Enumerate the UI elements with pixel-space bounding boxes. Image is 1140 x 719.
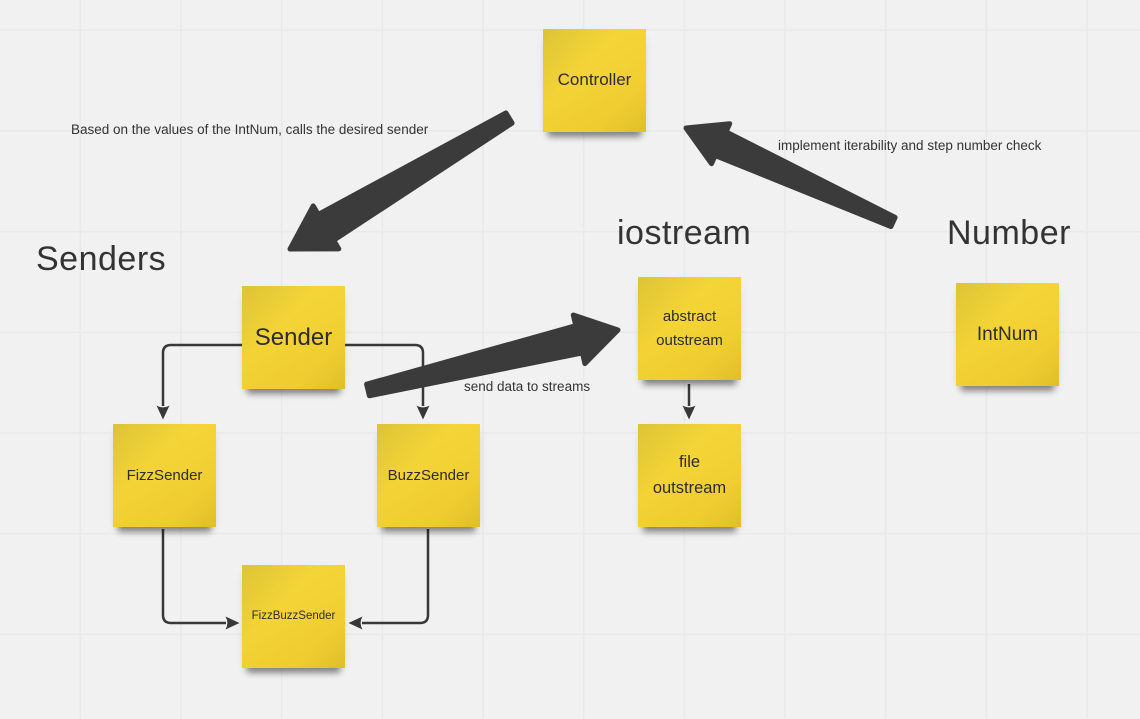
note-buzzsender-label: BuzzSender <box>387 466 470 484</box>
arrow-intnum-to-controller[interactable] <box>683 121 898 230</box>
arrow-sender-to-outstream[interactable] <box>364 312 621 399</box>
note-fizzsender-label: FizzSender <box>126 466 203 484</box>
section-title-senders[interactable]: Senders <box>36 240 167 278</box>
annotation-controller-to-senders[interactable]: Based on the values of the IntNum, calls… <box>71 122 429 137</box>
note-fizzbuzzsender-label: FizzBuzzSender <box>251 609 336 622</box>
annotation-send-data-to-streams[interactable]: send data to streams <box>464 379 591 394</box>
annotation-intnum-to-controller[interactable]: implement iterability and step number ch… <box>778 138 1042 153</box>
note-intnum-label: IntNum <box>976 323 1039 345</box>
arrow-controller-to-senders[interactable] <box>287 110 515 252</box>
note-file-outstream-label: file outstream <box>652 452 727 497</box>
note-fizzbuzzsender[interactable]: FizzBuzzSender <box>242 565 345 668</box>
section-title-number[interactable]: Number <box>947 214 1071 252</box>
note-abstract-outstream-label: abstract outstream <box>656 308 723 349</box>
note-controller[interactable]: Controller <box>543 29 646 132</box>
note-fizzsender[interactable]: FizzSender <box>113 424 216 527</box>
note-controller-label: Controller <box>557 70 632 90</box>
note-sender-label: Sender <box>254 323 333 351</box>
connector-fizzsender-to-fizzbuzzsender[interactable] <box>161 529 240 630</box>
connector-sender-to-fizzsender[interactable] <box>156 343 243 420</box>
note-intnum[interactable]: IntNum <box>956 283 1059 386</box>
connector-sender-to-buzzsender[interactable] <box>344 343 430 420</box>
connector-buzzsender-to-fizzbuzzsender[interactable] <box>348 529 430 630</box>
note-abstract-outstream[interactable]: abstract outstream <box>638 277 741 380</box>
note-buzzsender[interactable]: BuzzSender <box>377 424 480 527</box>
note-file-outstream[interactable]: file outstream <box>638 424 741 527</box>
note-sender[interactable]: Sender <box>242 286 345 389</box>
section-title-iostream[interactable]: iostream <box>617 214 752 252</box>
